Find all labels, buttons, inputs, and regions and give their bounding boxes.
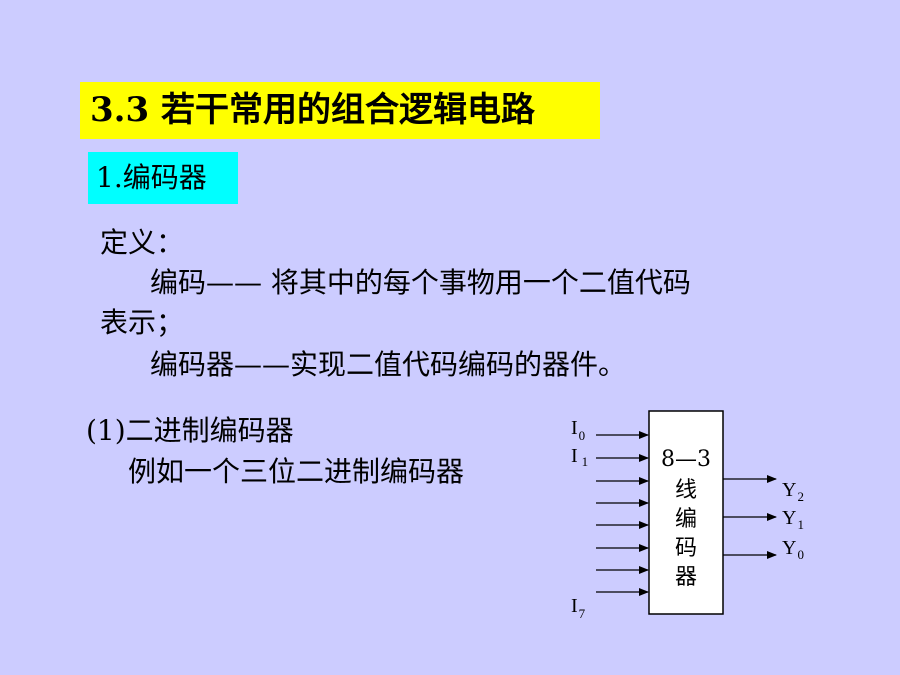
section-example: 例如一个三位二进制编码器	[128, 455, 465, 488]
encoder-char-2: 编	[675, 507, 697, 532]
definition-heading: 定义：	[100, 226, 185, 259]
encoder-char-3: 码	[675, 536, 697, 561]
encoder-char-1: 线	[675, 478, 697, 503]
section-subtitle: 1.编码器	[88, 152, 238, 204]
encoder-char-4: 器	[675, 565, 697, 590]
section-heading: (1)二进制编码器	[86, 414, 294, 447]
output-label-y2: Y2	[782, 479, 804, 504]
output-label-y1: Y1	[782, 507, 804, 532]
encoder-box	[648, 410, 724, 615]
output-label-y0: Y0	[782, 537, 804, 562]
input-label-i0: I0	[571, 417, 585, 443]
definition-line-2: 表示；	[100, 306, 185, 339]
definition-line-1: 编码—— 将其中的每个事物用一个二值代码	[150, 266, 691, 299]
input-label-i7: I7	[571, 595, 586, 621]
input-arrows	[596, 431, 649, 596]
definition-line-3: 编码器——实现二值代码编码的器件。	[150, 348, 627, 381]
slide-title: 3.3 若干常用的组合逻辑电路	[80, 82, 600, 139]
output-arrows	[723, 475, 777, 559]
encoder-label: 8—3	[661, 447, 711, 472]
